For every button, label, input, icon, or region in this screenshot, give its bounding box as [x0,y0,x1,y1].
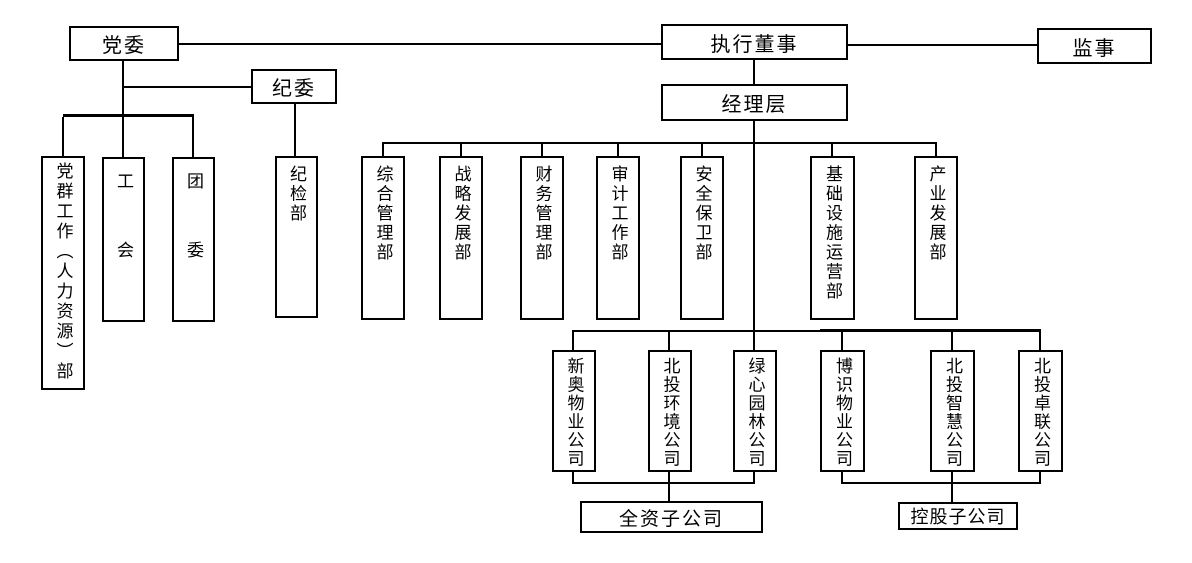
node-sub-lvxin: 绿心园林公司 [733,350,777,472]
node-dept-shenji-label: 审计工作部 [608,165,628,263]
label-holding-subsidiary-text: 控股子公司 [910,507,1006,527]
stub-dept-7 [935,142,937,156]
connector-to-wholly-owned-label [668,484,670,501]
stub-sub-bottom-2 [668,472,670,484]
connector-discipline-to-jijianbu [294,104,296,156]
node-sub-boshi-label: 博识物业公司 [833,357,852,468]
node-dept-anquan: 安全保卫部 [680,156,724,320]
node-sub-boshi: 博识物业公司 [820,350,865,472]
stub-sub-bottom-3 [753,472,755,484]
label-wholly-owned-subsidiary: 全资子公司 [580,501,763,533]
subsidiaries-bar-right [820,329,1041,332]
node-dept-jichusheshi: 基础设施运营部 [810,156,855,320]
node-supervisors: 监事 [1037,28,1152,64]
node-party-committee: 党委 [69,26,179,61]
node-sub-beitouzhuolian-label: 北投卓联公司 [1031,357,1050,468]
stub-tuanwei [192,117,194,157]
node-dept-caiwu: 财务管理部 [520,156,564,320]
node-dept-caiwu-label: 财务管理部 [532,165,552,263]
stub-gonghui [122,117,124,157]
stub-dept-5 [701,142,703,156]
stub-sub-bottom-5 [951,472,953,484]
stub-sub-bottom-1 [572,472,574,484]
connector-party-to-discipline [123,86,251,88]
node-branch-tuanwei: 团委 [172,157,215,322]
departments-bracket [382,142,936,144]
node-sub-beitouzhihui-label: 北投智慧公司 [943,357,962,468]
holding-bracket [841,482,1041,484]
stub-dept-6 [831,142,833,156]
subsidiaries-bar-left [572,330,820,332]
node-dept-chanye-label: 产业发展部 [926,165,946,263]
connector-management-down [753,121,755,332]
node-branch-jijianbu-label: 纪检部 [287,165,306,224]
stub-dept-3 [541,142,543,156]
connector-executive-to-management [753,60,755,84]
node-branch-jijianbu: 纪检部 [275,156,318,318]
node-sub-beitouhuanjing-label: 北投环境公司 [660,357,680,468]
stub-dept-4 [617,142,619,156]
stub-dept-2 [460,142,462,156]
node-branch-tuanwei-label: 团委 [184,172,203,310]
node-branch-dangqun-label: 党群工作（人力资源）部 [53,162,73,382]
connector-executive-to-supervisors [848,44,1037,46]
party-branches-bracket [63,114,194,117]
node-sub-xinao: 新奥物业公司 [552,350,596,472]
stub-dept-1 [382,142,384,156]
node-sub-beitouzhihui: 北投智慧公司 [930,350,975,472]
node-branch-gonghui: 工会 [102,157,145,322]
node-supervisors-label: 监事 [1072,37,1117,60]
stub-sub-bottom-6 [1039,472,1041,484]
node-dept-zhanlue-label: 战略发展部 [451,165,471,263]
stub-sub-bottom-4 [841,472,843,484]
connector-to-holding-label [951,484,953,502]
node-branch-dangqun: 党群工作（人力资源）部 [41,156,85,390]
stub-dangqun [62,117,64,157]
stub-sub-top-4 [841,331,843,350]
stub-sub-top-5 [951,331,953,350]
node-dept-anquan-label: 安全保卫部 [692,165,712,263]
stub-sub-top-2 [668,331,670,350]
label-wholly-owned-subsidiary-text: 全资子公司 [618,508,724,530]
stub-sub-top-1 [572,331,574,350]
node-executive-director-label: 执行董事 [710,33,799,56]
node-dept-shenji: 审计工作部 [596,156,640,320]
node-sub-beitouhuanjing: 北投环境公司 [648,350,692,472]
node-sub-xinao-label: 新奥物业公司 [564,357,584,468]
node-discipline-committee: 纪委 [251,69,337,104]
wholly-owned-bracket [572,482,755,484]
node-dept-zonghe-label: 综合管理部 [373,165,393,263]
stub-sub-top-6 [1039,331,1041,350]
node-dept-zonghe: 综合管理部 [361,156,405,320]
connector-party-down [122,61,124,117]
node-dept-chanye: 产业发展部 [914,156,958,320]
stub-sub-top-3 [753,331,755,350]
node-sub-beitouzhuolian: 北投卓联公司 [1018,350,1063,472]
connector-party-to-executive [179,43,661,45]
node-party-committee-label: 党委 [102,35,146,57]
node-branch-gonghui-label: 工会 [114,172,133,310]
node-dept-zhanlue: 战略发展部 [439,156,483,320]
node-management: 经理层 [661,84,848,121]
node-dept-jichusheshi-label: 基础设施运营部 [823,165,842,302]
label-holding-subsidiary: 控股子公司 [898,502,1018,530]
node-executive-director: 执行董事 [661,24,848,60]
node-discipline-committee-label: 纪委 [272,78,316,100]
node-sub-lvxin-label: 绿心园林公司 [745,357,765,468]
node-management-label: 经理层 [721,94,788,116]
